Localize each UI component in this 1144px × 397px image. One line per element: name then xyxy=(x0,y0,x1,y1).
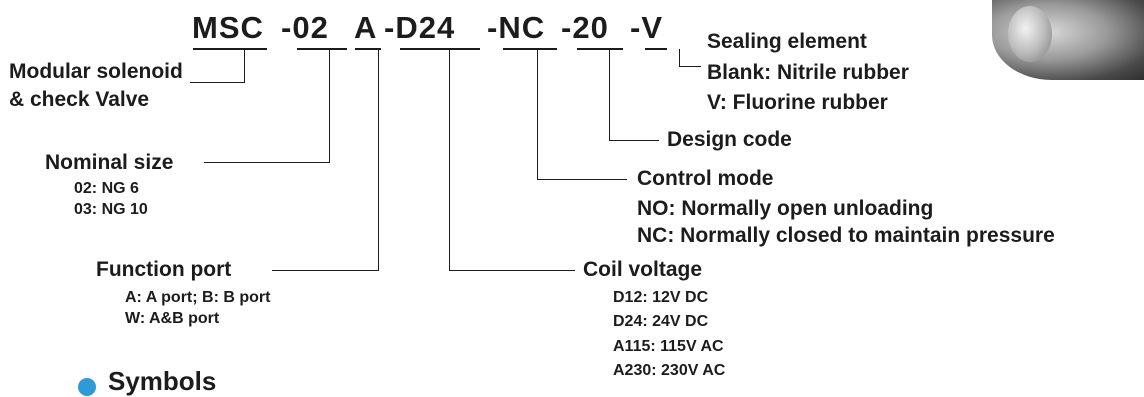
connector-function-v xyxy=(378,49,379,271)
underline-voltage xyxy=(400,48,480,50)
section-bullet-icon xyxy=(78,378,96,396)
modular-label-line1: Modular solenoid xyxy=(9,60,183,84)
coil-item-d24: D24: 24V DC xyxy=(613,313,708,331)
connector-function-h xyxy=(272,270,379,271)
code-part-sealing: -V xyxy=(630,10,663,46)
sealing-item-v: V: Fluorine rubber xyxy=(707,91,888,115)
control-item-no: NO: Normally open unloading xyxy=(637,197,933,221)
modular-label-line2: & check Valve xyxy=(9,88,149,112)
connector-nominal-v xyxy=(329,49,330,163)
connector-design-h xyxy=(609,140,659,141)
connector-modular-h xyxy=(190,82,245,83)
code-part-voltage: -D24 xyxy=(384,10,455,46)
connector-sealing-h xyxy=(679,66,701,67)
function-item-w: W: A&B port xyxy=(125,310,219,328)
code-part-msc: MSC xyxy=(192,10,264,46)
code-part-control: -NC xyxy=(487,10,545,46)
control-item-nc: NC: Normally closed to maintain pressure xyxy=(637,224,1055,248)
coil-item-a115: A115: 115V AC xyxy=(613,338,724,356)
function-title: Function port xyxy=(96,258,231,282)
underline-msc xyxy=(193,48,267,50)
product-image-detail xyxy=(1008,6,1052,62)
underline-design xyxy=(577,48,623,50)
underline-sealing xyxy=(645,48,667,50)
connector-sealing-v xyxy=(679,49,680,67)
control-title: Control mode xyxy=(637,167,774,191)
code-part-size: -02 xyxy=(281,10,329,46)
sealing-title: Sealing element xyxy=(707,30,867,54)
underline-control xyxy=(503,48,557,50)
connector-design-v xyxy=(609,49,610,141)
coil-item-d12: D12: 12V DC xyxy=(613,289,708,307)
coil-item-a230: A230: 230V AC xyxy=(613,362,725,380)
ordering-code-diagram: MSC -02 A -D24 -NC -20 -V Modular soleno… xyxy=(0,0,1144,389)
code-part-design: -20 xyxy=(561,10,609,46)
connector-modular-v xyxy=(244,49,245,83)
connector-nominal-h xyxy=(204,162,330,163)
nominal-item-02: 02: NG 6 xyxy=(74,180,139,198)
sealing-item-blank: Blank: Nitrile rubber xyxy=(707,61,909,85)
function-item-ab: A: A port; B: B port xyxy=(125,289,270,307)
connector-control-v xyxy=(537,49,538,180)
code-part-function: A xyxy=(354,10,377,46)
coil-title: Coil voltage xyxy=(583,258,702,282)
connector-coil-h xyxy=(449,270,575,271)
underline-size xyxy=(297,48,347,50)
symbols-heading: Symbols xyxy=(108,366,216,397)
connector-coil-v xyxy=(449,49,450,271)
design-title: Design code xyxy=(667,128,792,152)
nominal-item-03: 03: NG 10 xyxy=(74,201,148,219)
connector-control-h xyxy=(537,179,627,180)
nominal-title: Nominal size xyxy=(45,151,173,175)
